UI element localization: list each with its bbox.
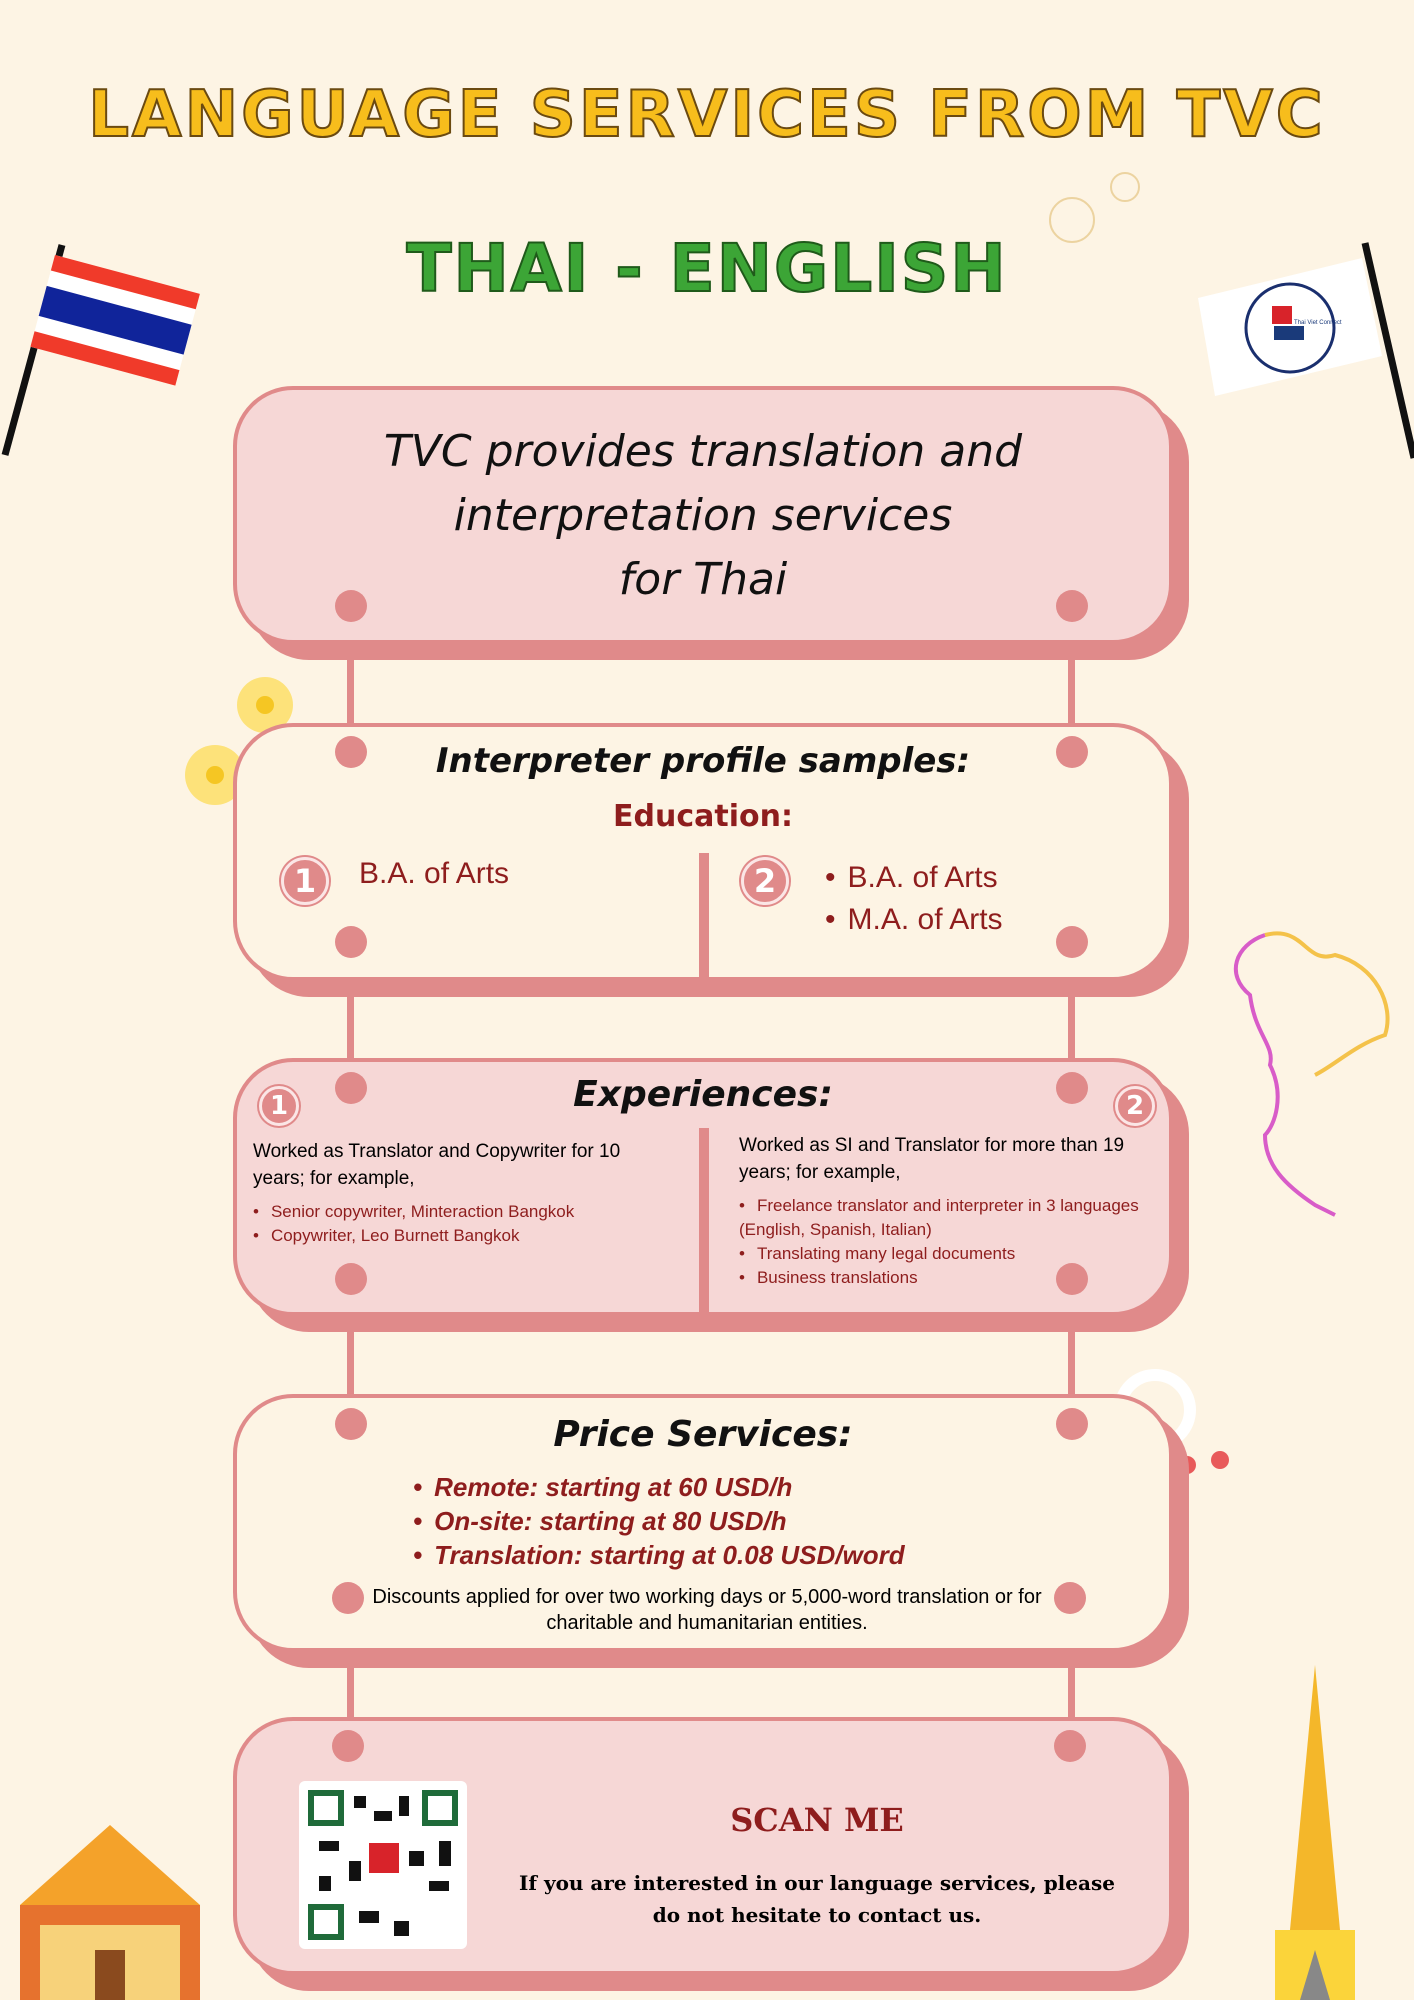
intro-card: TVC provides translation and interpretat… — [233, 386, 1173, 644]
profile-card: Interpreter profile samples: Education: … — [233, 723, 1173, 985]
experience-1-item: Senior copywriter, Minteraction Bangkok — [253, 1200, 683, 1224]
scan-me-label: SCAN ME — [730, 1801, 904, 1839]
divider — [699, 853, 709, 985]
contact-text: If you are interested in our language se… — [519, 1871, 1115, 1927]
profile-number-2: 2 — [741, 857, 789, 905]
pagoda-icon — [1275, 1665, 1355, 2000]
intro-line: for Thai — [618, 554, 788, 605]
page-subtitle: THAI - ENGLISH — [405, 229, 1008, 308]
profile-number-1: 1 — [281, 857, 329, 905]
connector-dot — [335, 590, 367, 622]
experience-1-summary: Worked as Translator and Copywriter for … — [253, 1141, 621, 1189]
decorative-flower-icon — [1049, 172, 1140, 243]
logo-text: Thai Viet Connect — [1294, 320, 1342, 326]
price-item: Remote: starting at 60 USD/h — [413, 1470, 905, 1504]
thai-temple-icon — [20, 1825, 200, 2000]
connector-dot — [1056, 590, 1088, 622]
prices-card: Price Services: Remote: starting at 60 U… — [233, 1394, 1173, 1652]
discount-note: Discounts applied for over two working d… — [372, 1586, 1042, 1634]
profile-2-degree: M.A. of Arts — [825, 899, 1003, 941]
experience-number-2: 2 — [1115, 1086, 1155, 1126]
connector-dot — [1056, 1263, 1088, 1295]
connector-dot — [335, 736, 367, 768]
experience-2-summary: Worked as SI and Translator for more tha… — [739, 1135, 1125, 1183]
connector-dot — [335, 926, 367, 958]
connector-dot — [1054, 1730, 1086, 1762]
thailand-map-icon — [1233, 931, 1390, 1217]
connector-dot — [1056, 1408, 1088, 1440]
connector-dot — [332, 1582, 364, 1614]
experiences-card: Experiences: 1 2 Worked as Translator an… — [233, 1058, 1173, 1320]
experience-number-1: 1 — [259, 1086, 299, 1126]
connector-dot — [335, 1263, 367, 1295]
logo-flag-icon: Thai Viet Connect — [1198, 242, 1414, 459]
page-title: LANGUAGE SERVICES FROM TVC — [87, 77, 1326, 153]
experience-2-item: Business translations — [739, 1266, 1149, 1290]
price-item: On-site: starting at 80 USD/h — [413, 1504, 905, 1538]
prices-title: Price Services: — [553, 1414, 853, 1455]
connector-dot — [1056, 736, 1088, 768]
thailand-flag-icon — [1, 244, 200, 456]
experience-2-item: Freelance translator and interpreter in … — [739, 1194, 1149, 1242]
experience-1-item: Copywriter, Leo Burnett Bangkok — [253, 1224, 683, 1248]
experience-2-item: Translating many legal documents — [739, 1242, 1149, 1266]
contact-card: SCAN ME If you are interested in our lan… — [233, 1717, 1173, 1975]
connector-dot — [1056, 926, 1088, 958]
intro-line: interpretation services — [453, 490, 953, 541]
price-item: Translation: starting at 0.08 USD/word — [413, 1538, 905, 1572]
qr-code-icon[interactable] — [299, 1781, 467, 1949]
connector-dot — [335, 1408, 367, 1440]
connector-dot — [1054, 1582, 1086, 1614]
profile-2-degree: B.A. of Arts — [825, 857, 1003, 899]
experiences-title: Experiences: — [573, 1074, 833, 1115]
connector-dot — [332, 1730, 364, 1762]
profile-1-degree: B.A. of Arts — [359, 857, 510, 890]
connector-dot — [335, 1072, 367, 1104]
intro-line: TVC provides translation and — [383, 426, 1023, 477]
education-label: Education: — [613, 799, 793, 834]
frangipani-flower-icon — [185, 677, 293, 805]
profile-title: Interpreter profile samples: — [435, 741, 971, 781]
connector-dot — [1056, 1072, 1088, 1104]
divider — [699, 1128, 709, 1320]
